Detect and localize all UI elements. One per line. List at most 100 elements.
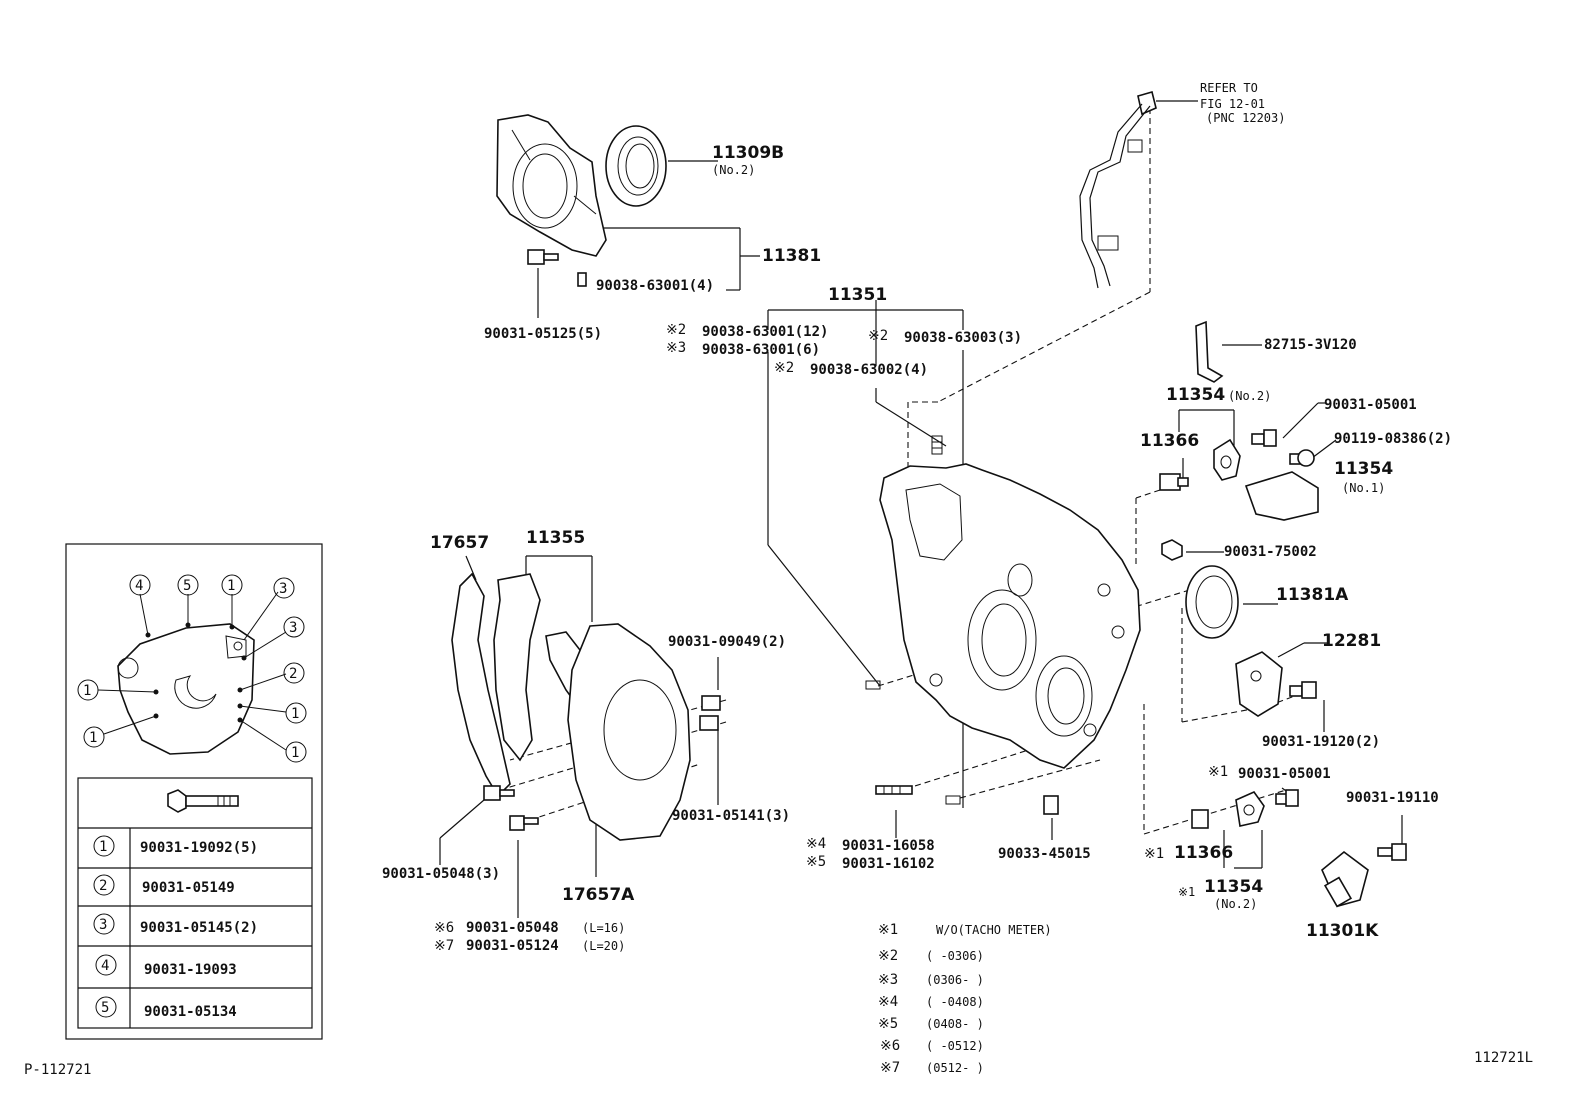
sensor-11301K [1321,850,1369,908]
oil-seal-retainer-11381 [496,114,607,257]
label-90031-05141: 90031-05141(3) [672,808,790,824]
label-90038-63001-4: 90038-63001(4) [596,278,714,294]
note-mark-6: ※6 [434,920,454,936]
note-3-text: (0306- ) [926,973,984,987]
note-5-mark: ※5 [878,1016,898,1032]
oil-seal-11309B [605,125,667,207]
label-11354-no1: 11354 [1334,459,1393,479]
label-11309B-sub: (No.2) [712,163,755,177]
inset-circle-1-l2: 1 [89,730,97,746]
plug-11366-bottom [1191,809,1209,829]
note-3-mark: ※3 [878,972,898,988]
label-11366-bottom: 11366 [1174,843,1233,863]
label-11381: 11381 [762,246,821,266]
gasket-17657 [451,572,511,798]
timing-chain-cover-11351 [879,463,1141,769]
inset-circle-4: 4 [135,578,143,594]
label-90031-75002: 90031-75002 [1224,544,1317,560]
refer-note: REFER TO FIG 12-01 (PNC 12203) [1156,81,1285,125]
label-90119-08386: 90119-08386(2) [1334,431,1452,447]
spring-pin [931,435,943,455]
plug-11366-top [1159,473,1189,491]
label-90031-05124: 90031-05124 [466,938,559,954]
cover-11354-no1 [1244,471,1319,521]
pipe-refer-fig [1079,91,1157,289]
note-mark-1c: ※1 [1178,885,1195,899]
inset-row-3-part: 90031-05145(2) [140,920,258,936]
label-11301K: 11301K [1306,921,1379,941]
bolt-90031-05125 [527,249,559,265]
label-12281: 12281 [1322,631,1381,651]
pin-bottom [945,795,961,805]
note-7-text: (0512- ) [926,1061,984,1075]
inset-circle-1-l1: 1 [83,683,91,699]
note-4-text: ( -0408) [926,995,984,1009]
label-90031-16058: 90031-16058 [842,838,935,854]
inset-row-2-num: 2 [99,878,107,894]
inset-row-1-num: 1 [99,839,107,855]
footer-right-id: 112721L [1474,1050,1533,1066]
part-labels: 11309B (No.2) 11381 90038-63001(4) 90031… [382,143,1452,954]
note-6-text: ( -0512) [926,1039,984,1053]
plug-90033-45015 [1043,795,1059,815]
note-mark-7: ※7 [434,938,454,954]
label-17657A: 17657A [562,885,635,905]
label-11351: 11351 [828,285,887,305]
inset-row-4-num: 4 [101,958,109,974]
label-90031-19120: 90031-19120(2) [1262,734,1380,750]
label-11354-no2-sub: (No.2) [1228,389,1271,403]
oil-seal-11381A [1185,565,1239,639]
label-90033-45015: 90033-45015 [998,846,1091,862]
bolt-90119 [1289,449,1315,467]
label-90031-05048-3: 90031-05048(3) [382,866,500,882]
note-1-mark: ※1 [878,922,898,938]
inset-row-5-num: 5 [101,1000,109,1016]
inset-row-4-part: 90031-19093 [144,962,237,978]
label-11354-no2: 11354 [1166,385,1225,405]
bolt-icon [167,789,239,813]
inset-circle-1-r1: 1 [291,706,299,722]
label-11309B: 11309B [712,143,784,163]
label-90038-63001-12: 90038-63001(12) [702,324,828,340]
note-mark-2c: ※2 [774,360,794,376]
inset-row-1-part: 90031-19092(5) [140,840,258,856]
label-90031-09049: 90031-09049(2) [668,634,786,650]
label-L20: (L=20) [582,939,625,953]
bolt-90031-05001-top [1251,429,1277,447]
refer-line-2: FIG 12-01 [1200,97,1265,111]
bolt-90031-19110 [1377,843,1407,861]
label-L16: (L=16) [582,921,625,935]
inset-circle-2: 2 [289,666,297,682]
note-2-text: ( -0306) [926,949,984,963]
note-7-mark: ※7 [880,1060,900,1076]
label-90038-63002: 90038-63002(4) [810,362,928,378]
refer-line-3: (PNC 12203) [1206,111,1285,125]
note-1-text: W/O(TACHO METER) [936,923,1052,937]
inset-circle-5: 5 [183,578,191,594]
gasket-11354-bottom [1235,791,1265,827]
label-90031-05001-top: 90031-05001 [1324,397,1417,413]
dowel-pin-left [865,680,881,690]
note-mark-4: ※4 [806,836,826,852]
label-90031-16102: 90031-16102 [842,856,935,872]
plate-12281 [1235,651,1283,717]
note-mark-1a: ※1 [1208,764,1228,780]
notes-legend: ※1 W/O(TACHO METER) ※2 ( -0306) ※3 (0306… [878,922,1052,1076]
note-mark-2b: ※2 [868,328,888,344]
label-90031-05048-L16: 90031-05048 [466,920,559,936]
footer-left-id: P-112721 [24,1062,91,1078]
note-5-text: (0408- ) [926,1017,984,1031]
label-82715-3V120: 82715-3V120 [1264,337,1357,353]
note-mark-2a: ※2 [666,322,686,338]
label-90038-63003: 90038-63003(3) [904,330,1022,346]
note-6-mark: ※6 [880,1038,900,1054]
inset-circle-3-b: 3 [289,620,297,636]
inset-row-2-part: 90031-05149 [142,880,235,896]
label-11355: 11355 [526,528,585,548]
label-11354-bottom: 11354 [1204,877,1263,897]
inset-row-3-num: 3 [99,917,107,933]
gasket-17657A [567,623,691,841]
note-2-mark: ※2 [878,948,898,964]
